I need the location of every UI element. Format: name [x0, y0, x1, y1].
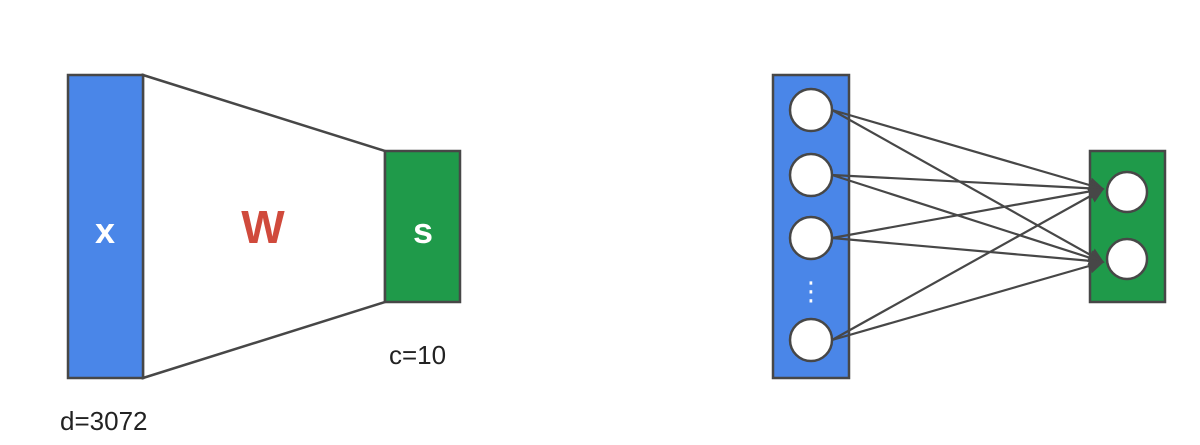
- input-ellipsis: ⋮: [798, 277, 824, 307]
- matrix-view: x W s d=3072 c=10: [60, 73, 462, 436]
- connection-2-2: [831, 173, 1105, 266]
- output-node-2: [1105, 237, 1149, 281]
- input-vector-box: [66, 73, 145, 380]
- connection-1-1: [831, 108, 1105, 193]
- output-vector-label: s: [413, 210, 433, 251]
- weight-matrix-label: W: [241, 201, 285, 253]
- network-view: ⋮: [771, 73, 1167, 380]
- connections: [831, 108, 1105, 342]
- input-vector-label: x: [95, 210, 115, 251]
- connection-3-1: [831, 183, 1105, 240]
- output-dimension-label: c=10: [389, 340, 446, 370]
- output-vector-box: [383, 149, 462, 304]
- connection-2-1: [831, 173, 1105, 196]
- input-node-3: [788, 215, 834, 261]
- connection-3-2: [831, 236, 1105, 269]
- input-node-4: [788, 317, 834, 363]
- input-dimension-label: d=3072: [60, 406, 147, 436]
- connection-4-1: [831, 188, 1105, 341]
- connection-4-2: [831, 258, 1105, 342]
- output-node-1: [1105, 170, 1149, 214]
- input-node-1: [788, 87, 834, 133]
- input-node-2: [788, 152, 834, 198]
- connection-1-2: [831, 109, 1105, 263]
